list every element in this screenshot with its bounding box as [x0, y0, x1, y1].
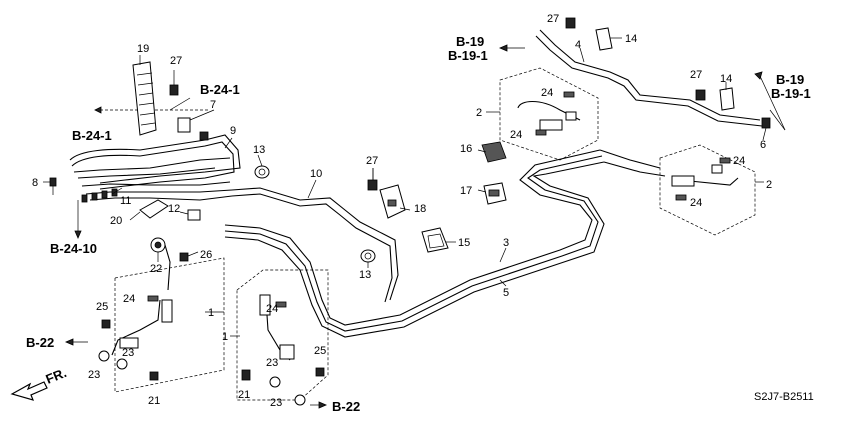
callout-13-b: 13	[359, 269, 371, 281]
clip-24-marks	[147, 91, 731, 308]
callout-18: 18	[414, 203, 426, 215]
callout-5: 5	[503, 287, 509, 299]
callout-1-a: 1	[208, 307, 214, 319]
ref-b19-top[interactable]: B-19	[456, 34, 484, 49]
callout-4: 4	[575, 39, 581, 51]
ref-b22-left[interactable]: B-22	[26, 335, 54, 350]
callout-24-e: 24	[123, 293, 135, 305]
part-2-hose-upper[interactable]	[517, 100, 581, 131]
part-15-clip[interactable]	[421, 227, 449, 253]
callout-23-b: 23	[88, 369, 100, 381]
callout-24-c: 24	[733, 155, 745, 167]
part-2-hose-lower[interactable]	[671, 164, 739, 187]
callout-17: 17	[460, 185, 472, 197]
part-16-clip[interactable]	[481, 141, 507, 163]
callout-8: 8	[32, 177, 38, 189]
bolt-27-right[interactable]	[695, 89, 706, 101]
callout-24-f: 24	[266, 303, 278, 315]
box-left-rear-hose	[114, 257, 225, 393]
part-11-fittings[interactable]	[81, 188, 118, 203]
front-label: FR.	[44, 365, 69, 387]
callout-19: 19	[137, 43, 149, 55]
callout-2-b: 2	[766, 179, 772, 191]
callout-25-b: 25	[314, 345, 326, 357]
bolt-27-left[interactable]	[169, 70, 179, 96]
callout-9: 9	[230, 125, 236, 137]
callout-24-a: 24	[541, 87, 553, 99]
part-17-clip[interactable]	[483, 182, 507, 205]
ref-arrows	[64, 44, 786, 409]
ref-b19-right[interactable]: B-19	[776, 72, 804, 87]
part-12-joint[interactable]	[187, 209, 201, 221]
callout-26: 26	[200, 249, 212, 261]
ref-b19-1-right[interactable]: B-19-1	[771, 86, 811, 101]
callout-11: 11	[120, 195, 131, 207]
callout-1-b: 1	[222, 331, 228, 343]
box-right-bottom-hose	[659, 144, 756, 236]
bolt-27-top[interactable]	[565, 17, 576, 29]
grommet-13-upper[interactable]	[254, 165, 270, 179]
callout-21-b: 21	[238, 389, 250, 401]
callout-25-a: 25	[96, 301, 108, 313]
callout-2-a: 2	[476, 107, 482, 119]
callout-10: 10	[310, 168, 322, 180]
part-7-fitting[interactable]	[177, 117, 209, 141]
callout-7: 7	[210, 99, 216, 111]
front-arrow-icon	[10, 381, 48, 401]
part-6-fitting[interactable]	[761, 117, 771, 129]
part-19-clip-strip[interactable]	[132, 61, 157, 136]
callout-24-d: 24	[690, 197, 702, 209]
callout-23-c: 23	[266, 357, 278, 369]
callout-14-b: 14	[720, 73, 732, 85]
callout-27-a: 27	[170, 55, 182, 67]
bolt-27-center[interactable]	[367, 168, 378, 191]
callout-labels: 19 27 7 9 13 10 8 11 12 20 22 26 27 18 1…	[32, 13, 772, 409]
callout-27-b: 27	[366, 155, 378, 167]
callout-22: 22	[150, 263, 162, 275]
part-1-hose-left[interactable]	[98, 299, 173, 381]
callout-27-d: 27	[690, 69, 702, 81]
part-1-hose-center[interactable]	[241, 294, 325, 406]
callout-27-c: 27	[547, 13, 559, 25]
grommet-13-lower[interactable]	[360, 249, 376, 263]
box-right-top-hose	[499, 67, 599, 161]
ref-b24-1-left[interactable]: B-24-1	[72, 128, 112, 143]
ref-b24-10[interactable]: B-24-10	[50, 241, 97, 256]
reference-labels: B-19 B-19-1 B-19 B-19-1 B-24-1 B-24-1 B-…	[26, 34, 811, 414]
callout-12: 12	[168, 203, 180, 215]
callout-6: 6	[760, 139, 766, 151]
diagram-code: S2J7-B2511	[754, 391, 814, 403]
part-14-clip-top[interactable]	[595, 27, 613, 51]
callout-13-a: 13	[253, 144, 265, 156]
callout-15: 15	[458, 237, 470, 249]
callout-3: 3	[503, 237, 509, 249]
pipe-bundle-main	[69, 29, 763, 361]
callout-14-a: 14	[625, 33, 637, 45]
callout-21-a: 21	[148, 395, 160, 407]
leader-lines	[43, 37, 767, 337]
part-26-bolt[interactable]	[179, 252, 189, 262]
ref-b22-bottom[interactable]: B-22	[332, 399, 360, 414]
callout-20: 20	[110, 215, 122, 227]
callout-16: 16	[460, 143, 472, 155]
callout-23-d: 23	[270, 397, 282, 409]
part-14-clip-right[interactable]	[719, 87, 735, 111]
part-18-bracket[interactable]	[379, 184, 406, 219]
callout-24-b: 24	[510, 129, 522, 141]
part-22-joint[interactable]	[150, 237, 166, 253]
ref-b24-1-top[interactable]: B-24-1	[200, 82, 240, 97]
callout-23-a: 23	[122, 347, 134, 359]
box-center-hose	[236, 269, 329, 401]
part-8-fitting[interactable]	[49, 177, 57, 195]
part-20-connector[interactable]	[139, 199, 169, 219]
ref-b19-1-top[interactable]: B-19-1	[448, 48, 488, 63]
